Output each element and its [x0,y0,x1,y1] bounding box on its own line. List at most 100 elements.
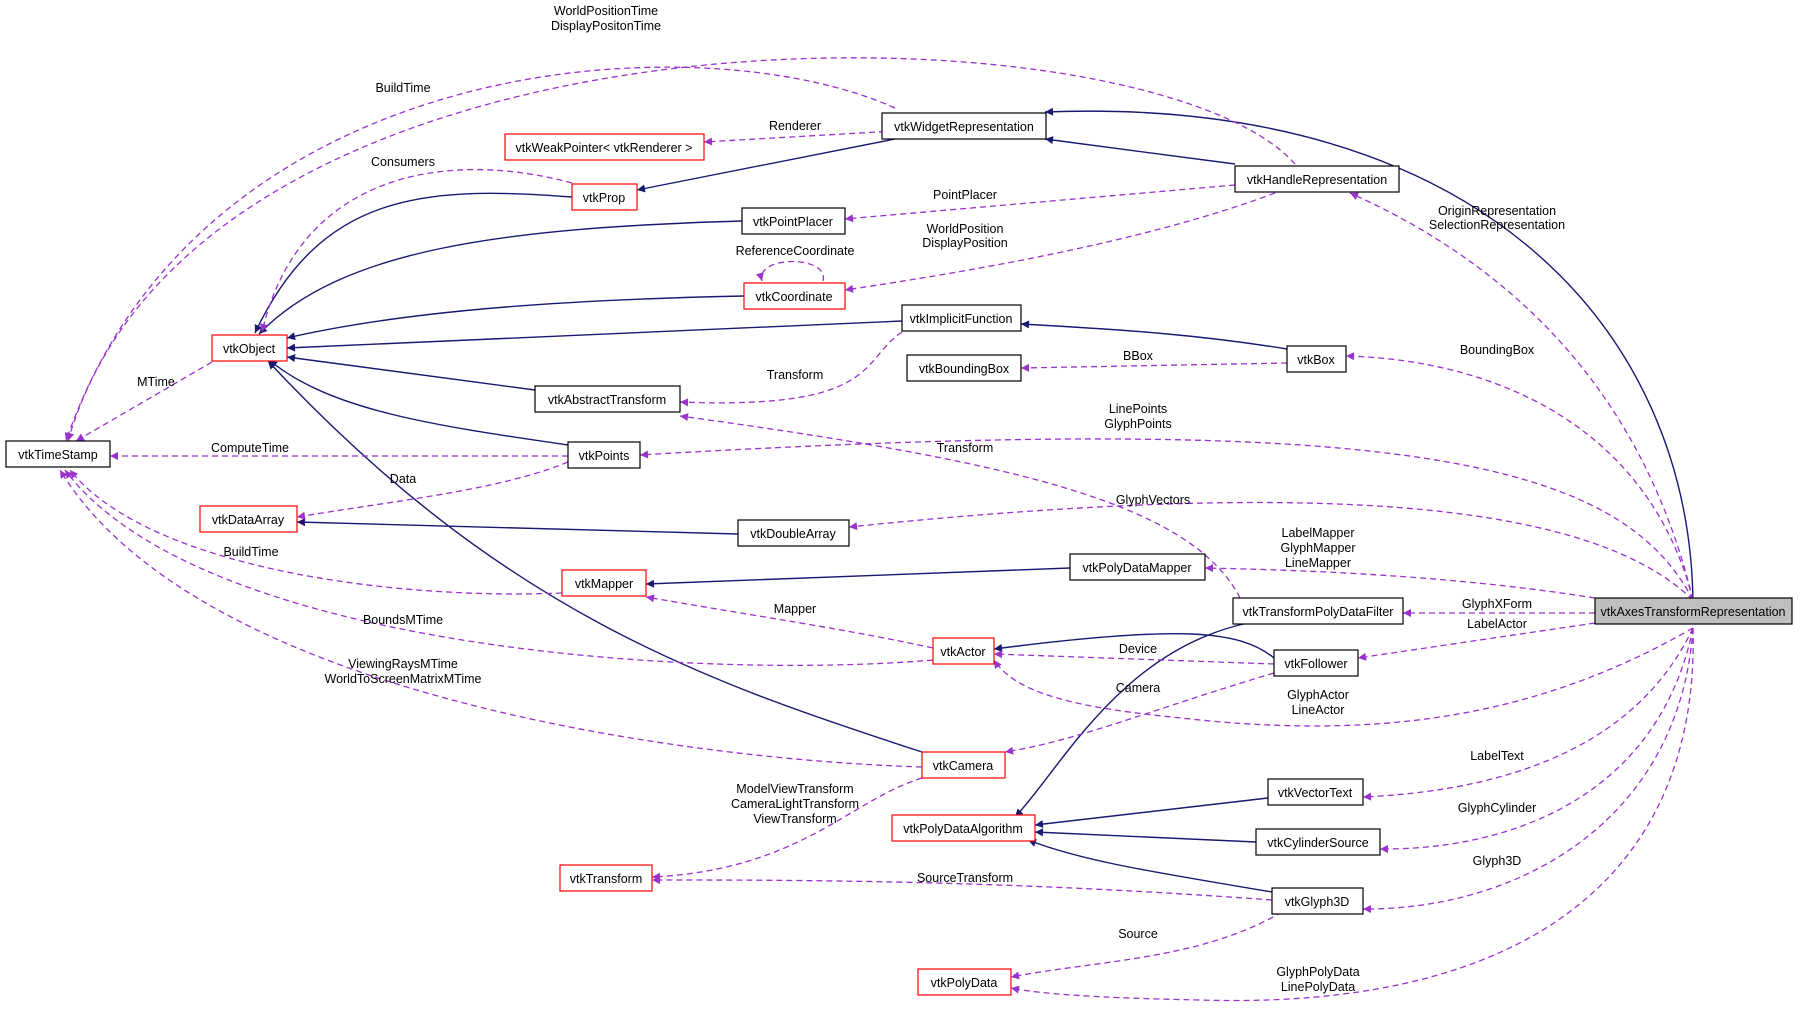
edge-pointplacer-to-object [258,220,743,335]
edge-label: LabelText [1470,749,1524,763]
node-label: vtkCoordinate [755,290,832,304]
node-vtkAbstractTransform[interactable]: vtkAbstractTransform [534,385,681,413]
edge-cylinder-to-polydataalgorithm [1034,828,1257,843]
node-vtkHandleRepresentation[interactable]: vtkHandleRepresentation [1234,165,1400,193]
edge-label: LineMapper [1285,556,1351,570]
usage-edges [59,57,1694,1002]
edge-box-to-implicit [1020,320,1288,350]
node-vtkPointPlacer[interactable]: vtkPointPlacer [741,207,846,235]
node-vtkProp[interactable]: vtkProp [571,183,638,211]
node-vtkObject[interactable]: vtkObject [211,334,288,362]
edge-abstracttransform-to-object [286,354,536,391]
node-vtkPoints[interactable]: vtkPoints [567,441,641,469]
edge-coordinate-self [756,260,824,282]
edge-widgetrep-to-prop [636,138,896,193]
edge-axes-cylinder [1379,627,1694,854]
node-vtkFollower[interactable]: vtkFollower [1273,649,1359,677]
edge-label: GlyphActor [1287,688,1349,702]
node-label: vtkCylinderSource [1267,836,1368,850]
edge-label: Glyph3D [1473,854,1522,868]
node-vtkTransformPolyDataFilter[interactable]: vtkTransformPolyDataFilter [1232,597,1404,625]
edge-label: LinePoints [1109,402,1167,416]
node-vtkWidgetRepresentation[interactable]: vtkWidgetRepresentation [881,112,1047,140]
edge-axes-to-widgetrep [1044,107,1694,604]
edge-prop-object-consumers [259,168,573,333]
edge-label: LabelMapper [1282,526,1355,540]
node-vtkTransform[interactable]: vtkTransform [559,864,653,892]
node-vtkVectorText[interactable]: vtkVectorText [1267,778,1364,806]
edge-handlerep-timestamp [66,57,1296,442]
edge-vectortext-to-polydataalgorithm [1034,797,1269,829]
node-vtkBoundingBox[interactable]: vtkBoundingBox [906,354,1022,382]
node-vtkCamera[interactable]: vtkCamera [921,751,1006,779]
node-label: vtkTransformPolyDataFilter [1243,605,1394,619]
edge-transformfilter-to-polydataalgorithm [1014,622,1249,818]
node-vtkDoubleArray[interactable]: vtkDoubleArray [737,519,850,547]
node-vtkGlyph3D[interactable]: vtkGlyph3D [1271,887,1364,915]
edge-axes-polydata [1010,627,1694,1002]
node-vtkPolyDataAlgorithm[interactable]: vtkPolyDataAlgorithm [891,814,1036,842]
node-vtkPolyDataMapper[interactable]: vtkPolyDataMapper [1069,553,1206,581]
edge-object-timestamp-mtime [75,361,213,442]
node-label: vtkDoubleArray [750,527,836,541]
edge-axes-box [1345,352,1694,601]
edge-follower-camera [1004,672,1275,755]
edge-axes-polydatamapper [1204,564,1596,599]
inheritance-edges [254,107,1694,893]
node-vtkPolyData[interactable]: vtkPolyData [917,968,1012,996]
edge-label: Device [1119,642,1157,656]
node-label: vtkImplicitFunction [910,312,1013,326]
edge-label: DisplayPositonTime [551,19,661,33]
edge-actor-mapper [645,594,934,649]
edge-label: ModelViewTransform [736,782,853,796]
node-label: vtkHandleRepresentation [1247,173,1387,187]
node-label: vtkBoundingBox [919,362,1010,376]
edge-label: ViewTransform [753,812,836,826]
node-label: vtkCamera [933,759,993,773]
edge-follower-actor-device [993,650,1275,665]
edge-box-boundingbox [1020,362,1288,372]
edge-label: Transform [767,368,824,382]
edge-axes-handlerep [1349,192,1694,601]
edge-label: BoundsMTime [363,613,443,627]
edge-label: WorldToScreenMatrixMTime [325,672,482,686]
edge-label: GlyphVectors [1116,493,1190,507]
node-vtkCylinderSource[interactable]: vtkCylinderSource [1255,828,1381,856]
node-label: vtkVectorText [1278,786,1353,800]
edge-follower-to-actor [993,632,1275,659]
edge-label: Transform [937,441,994,455]
node-vtkMapper[interactable]: vtkMapper [561,569,647,597]
node-label: vtkTimeStamp [18,448,97,462]
node-label: vtkAxesTransformRepresentation [1600,605,1785,619]
edge-implicit-to-object [286,320,903,352]
edge-glyph3d-to-polydataalgorithm [1027,839,1273,893]
node-label: vtkPolyData [931,976,998,990]
node-vtkTimeStamp[interactable]: vtkTimeStamp [5,440,111,468]
node-vtkCoordinate[interactable]: vtkCoordinate [743,282,846,310]
edge-handlerep-to-widgetrep [1044,136,1236,165]
edge-camera-timestamp [59,469,923,768]
edge-label: SelectionRepresentation [1429,218,1565,232]
node-label: vtkActor [940,645,985,659]
edge-label: GlyphXForm [1462,597,1532,611]
node-label: vtkDataArray [212,513,285,527]
edge-label: BoundingBox [1460,343,1535,357]
node-vtkBox[interactable]: vtkBox [1286,345,1347,373]
edge-label: BBox [1123,349,1154,363]
edge-glyph3d-transform [651,876,1273,901]
edge-camera-to-object [267,360,923,753]
edge-label: ReferenceCoordinate [736,244,855,258]
node-vtkActor[interactable]: vtkActor [932,637,995,665]
edge-label: OriginRepresentation [1438,204,1556,218]
node-vtkDataArray[interactable]: vtkDataArray [199,505,298,533]
edge-points-to-object [268,359,569,446]
node-vtkImplicitFunction[interactable]: vtkImplicitFunction [901,304,1022,332]
node-label: vtkPolyDataMapper [1082,561,1191,575]
edge-widgetrep-weakpointer [703,130,896,146]
edge-labels: WorldPositionTime DisplayPositonTime Bui… [137,4,1565,994]
edge-label: Source [1118,927,1158,941]
node-vtkAxesTransformRepresentation[interactable]: vtkAxesTransformRepresentation [1594,597,1793,625]
edge-label: GlyphCylinder [1458,801,1537,815]
node-vtkWeakPointer[interactable]: vtkWeakPointer< vtkRenderer > [504,133,705,161]
